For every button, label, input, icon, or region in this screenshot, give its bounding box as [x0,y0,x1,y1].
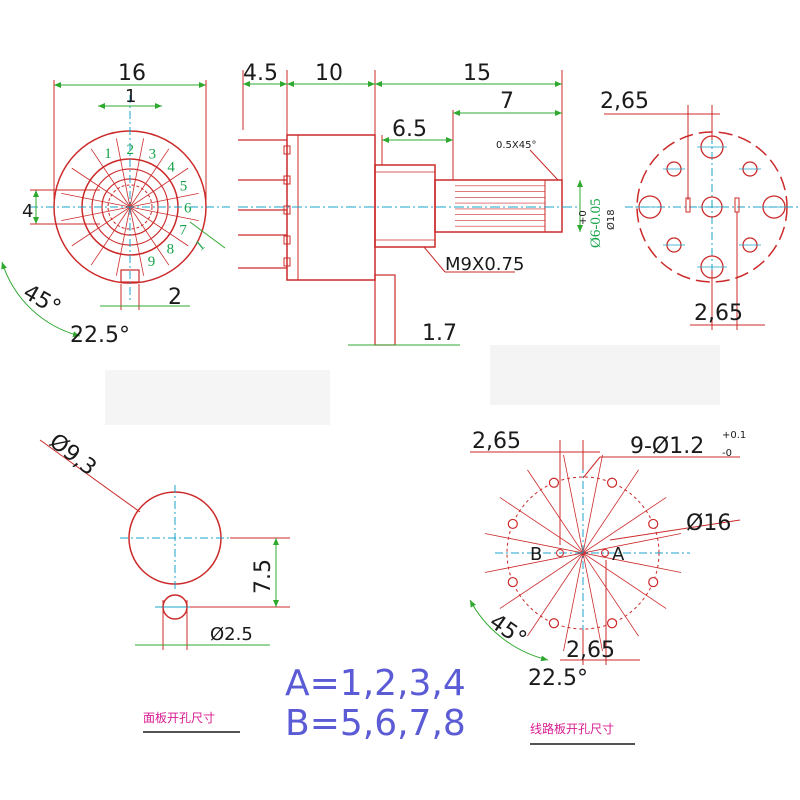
side-pin-clip [283,175,291,185]
side-dim-7-label: 7 [500,89,514,114]
side-shaft-dia-2: Ø18 [605,209,617,230]
side-dim-1-7-label: 1.7 [422,321,457,346]
side-mount-tab [374,274,396,346]
rear-view: 2,65 2,65 [600,89,800,330]
pcb-dia-leader [609,519,741,541]
rear-top-label: 2,65 [600,89,649,114]
side-pin-clip [283,257,291,267]
side-chamfer-leader [529,149,559,181]
panel-pin-label: Ø2.5 [210,624,253,645]
pcb-holes-tol-plus: +0.1 [722,430,746,441]
front-pin-number: 6 [184,201,192,217]
side-dim-15-label: 15 [463,61,491,86]
front-pin-number: 4 [167,159,175,175]
front-45-arc [1,261,81,338]
pcb-45-arc [469,599,549,662]
front-width-label: 16 [118,61,146,86]
rear-slot-left [685,197,691,213]
pcb-ref-hole-b [556,549,564,557]
side-shaft-dia-tol: +0 [578,210,589,225]
pcb-top-label: 2,65 [472,429,521,454]
front-tab-label: 2 [168,285,182,310]
side-dim-4-5-label: 4.5 [243,61,278,86]
side-shaft-knurl [455,180,546,232]
front-right-label: 1 [192,237,208,254]
pcb-label-b: B [530,544,542,565]
rear-slot-right [734,197,740,213]
side-shaft-dia-label: Ø6-0.05 [588,198,604,248]
pcb-holes-leader-tip [582,456,601,479]
panel-hole-label: Ø9,3 [44,429,101,481]
side-thread-leader [423,246,446,273]
pcb-hole [606,477,618,488]
pcb-caption: 线路板开孔尺寸 [530,721,614,736]
front-left-label: 4 [22,201,33,222]
front-right-leader [189,221,226,249]
side-thread-label: M9X0.75 [445,254,524,275]
side-dim-10-label: 10 [315,61,343,86]
front-top-label: 1 [125,86,136,107]
front-pin-number: 1 [104,146,112,162]
legend-line-a: A=1,2,3,4 [285,663,466,704]
front-pin-number: 9 [148,254,156,270]
pcb-22-label: 22.5° [528,666,588,691]
pcb-holes-tol-minus: -0 [722,448,732,459]
pcb-hole [548,618,560,629]
front-pin-number: 8 [167,241,175,257]
side-pin-clip [283,145,291,155]
pcb-45-label: 45° [485,609,531,652]
legend: A=1,2,3,4 B=5,6,7,8 [285,663,466,744]
pcb-hole [648,518,659,530]
pcb-bottom-label: 2,65 [566,638,615,663]
pcb-holes-label: 9-Ø1.2 [630,434,704,459]
pcb-hole [606,618,618,629]
side-view: 4.5 10 15 7 6.5 0.5X45° M9X0.75 1.7 Ø6-0… [238,61,617,346]
background-band-left [105,370,330,425]
front-pin-number: 3 [149,147,157,163]
legend-line-b: B=5,6,7,8 [285,703,466,744]
pcb-dia-label: Ø16 [686,511,731,536]
side-chamfer-label: 0.5X45° [496,140,536,151]
pcb-hole [507,576,518,588]
panel-spacing-label: 7.5 [251,559,276,594]
pcb-ref-hole-a [601,549,609,557]
side-shaft [434,179,563,233]
front-spline-circle [107,184,153,230]
front-22-label: 22.5° [70,323,130,348]
pcb-hole [648,576,659,588]
panel-cutout: Ø9,3 7.5 Ø2.5 面板开孔尺寸 [39,429,290,733]
front-pin-number: 7 [179,223,187,239]
pcb-label-a: A [612,544,625,565]
front-pin-number: 2 [127,142,134,158]
side-pin-clip [283,205,291,215]
rear-bottom-label: 2,65 [694,301,743,326]
side-pins [238,139,291,269]
panel-caption: 面板开孔尺寸 [143,711,215,725]
side-pin-clip [283,235,291,245]
side-dim-6-5-label: 6.5 [392,117,427,142]
side-bushing [374,164,436,248]
pcb-hole [548,477,560,488]
front-45-label: 45° [19,280,65,321]
panel-hole-leader [39,439,141,513]
front-locating-tab [120,269,140,283]
pcb-layout: B A 2,65 9-Ø1.2 +0.1 -0 Ø16 45° 2,65 22.… [469,429,746,745]
background-band-right [490,345,720,405]
front-pin-number: 5 [180,178,188,194]
pcb-hole [507,518,518,530]
pcb-holes [507,477,659,629]
